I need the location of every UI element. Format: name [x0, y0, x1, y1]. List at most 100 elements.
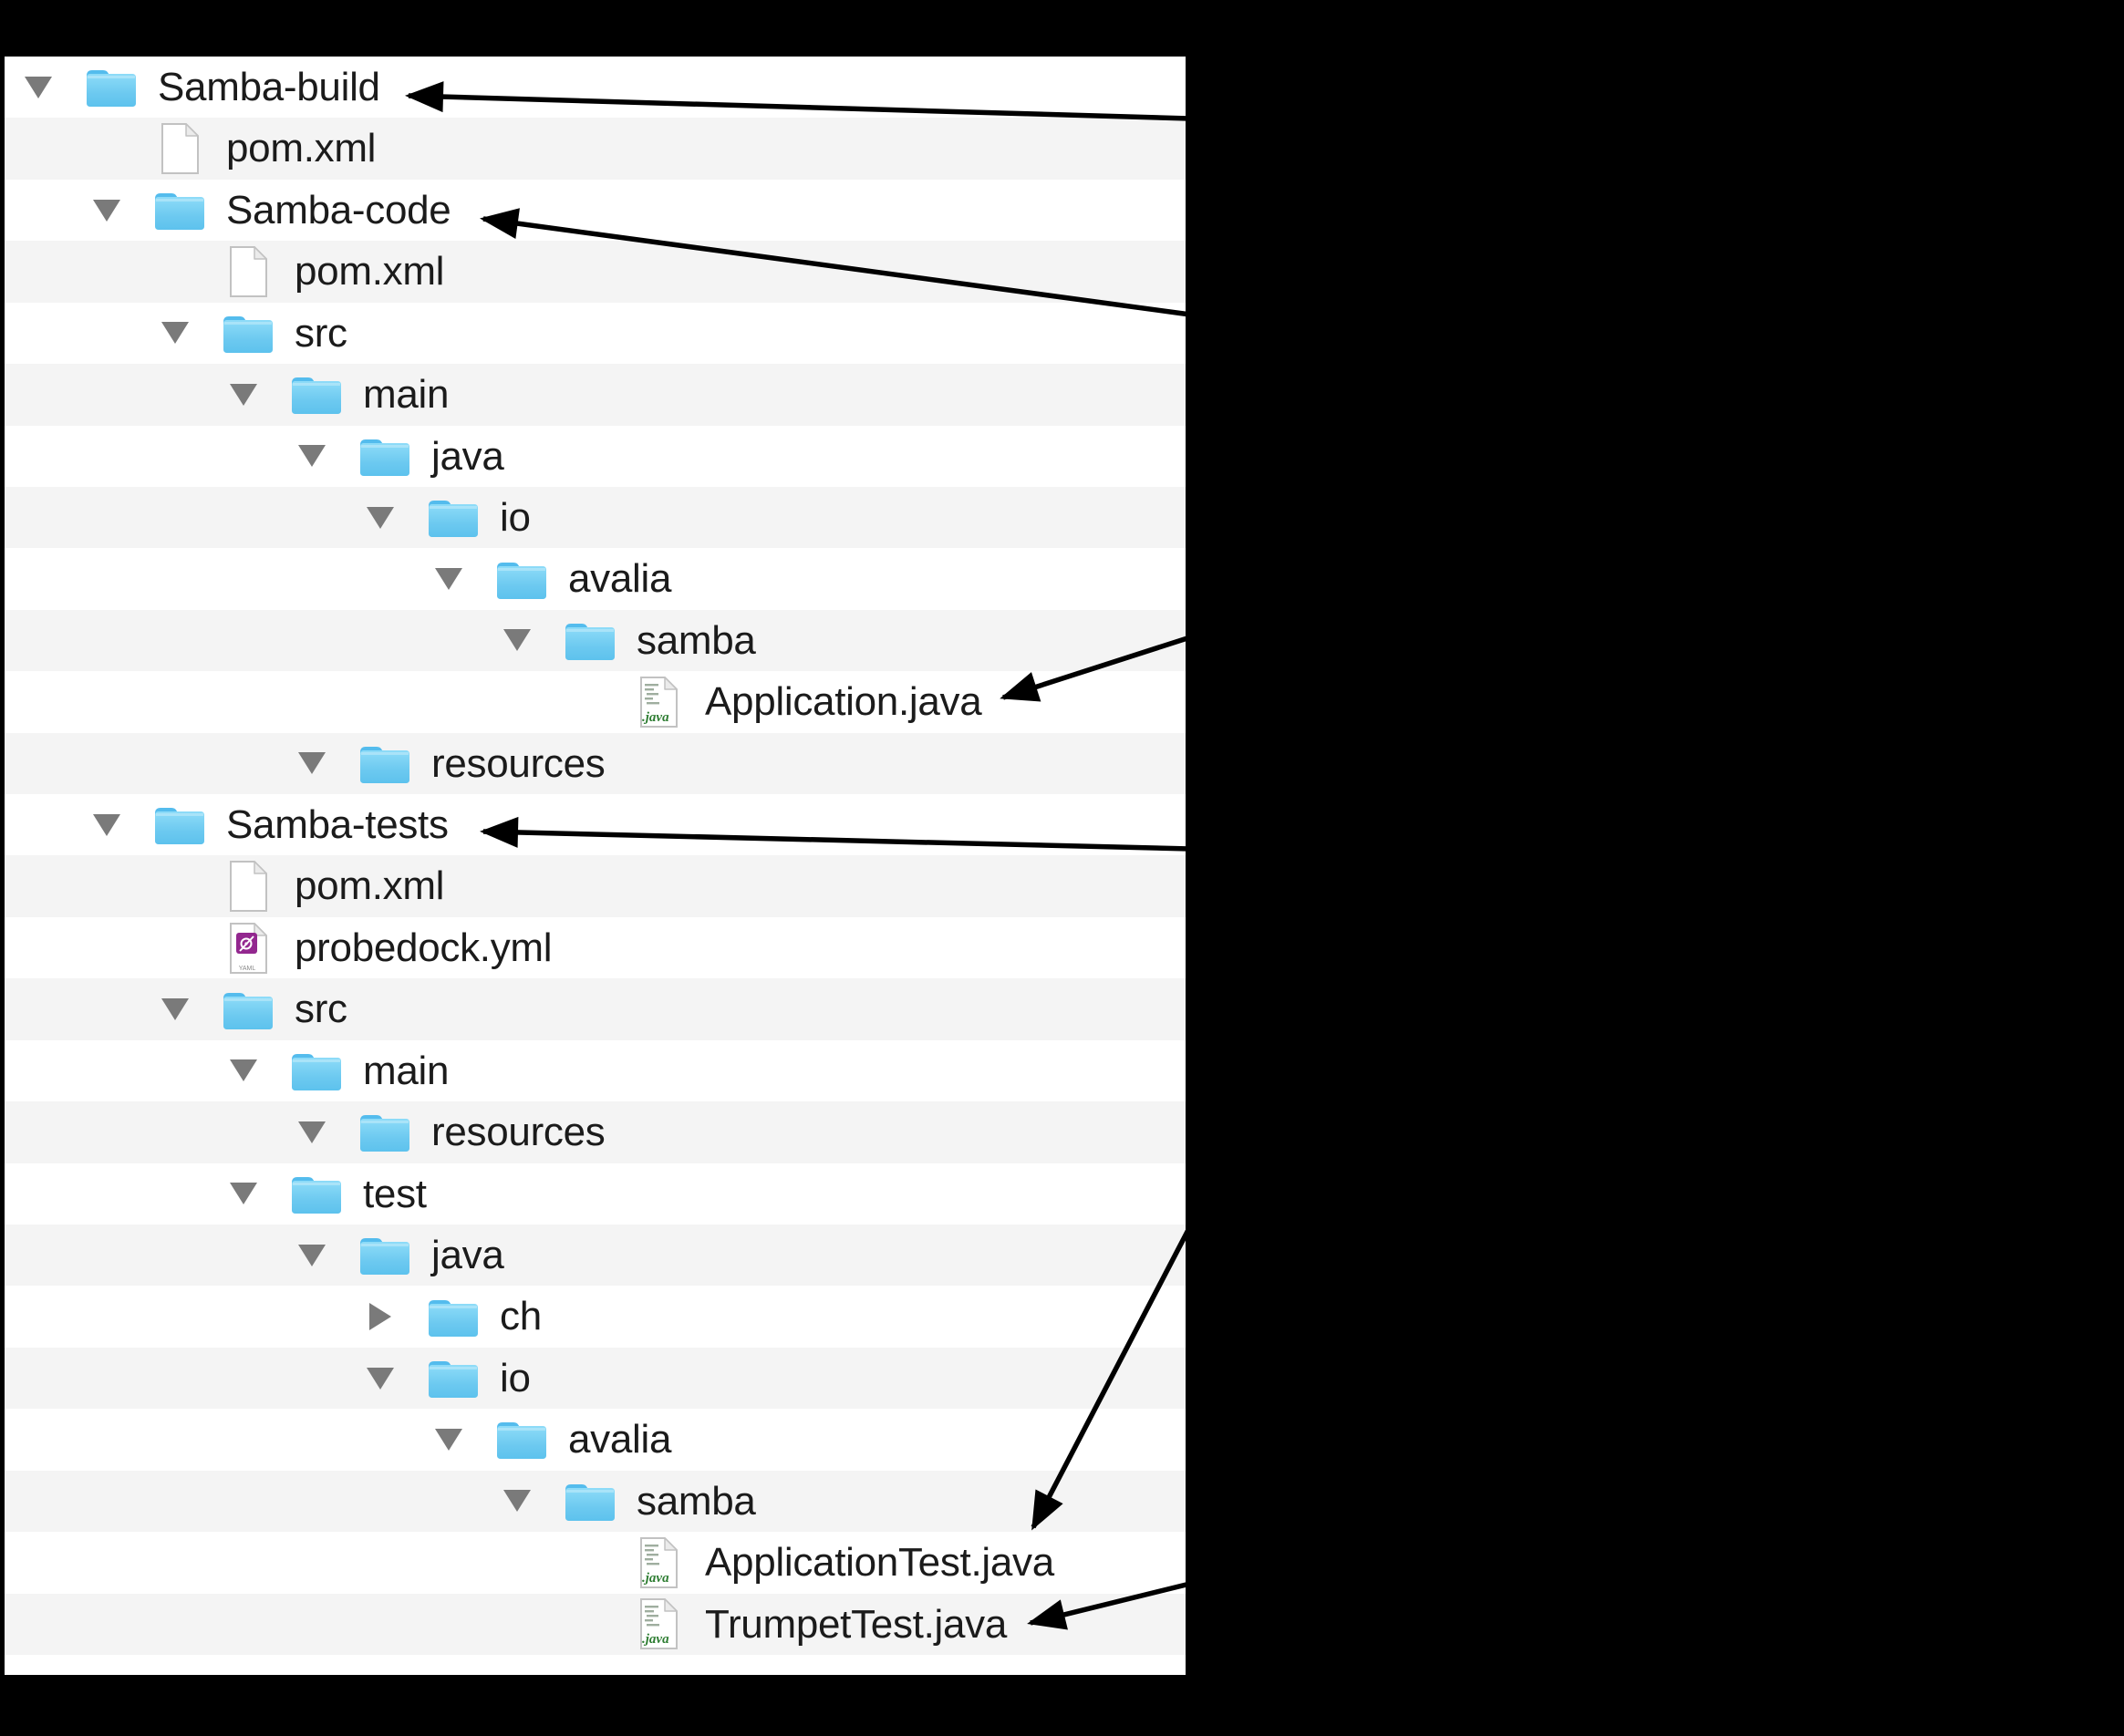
tree-row[interactable]: samba: [5, 609, 1186, 672]
folder-icon: [427, 1348, 480, 1409]
row-label: java: [431, 1232, 504, 1277]
svg-text:.java: .java: [642, 1632, 669, 1647]
folder-icon: [427, 1286, 480, 1347]
folder-icon: [427, 487, 480, 548]
folder-icon: [153, 180, 206, 241]
row-label: io: [500, 1355, 531, 1400]
disclosure-triangle-expanded-icon[interactable]: [298, 1121, 326, 1143]
disclosure-triangle-collapsed-icon[interactable]: [369, 1303, 391, 1331]
folder-icon: [358, 733, 411, 794]
folder-icon: [222, 303, 275, 364]
folder-icon: [290, 364, 343, 425]
row-label: resources: [431, 740, 606, 786]
tree-row[interactable]: main: [5, 364, 1186, 426]
tree-row[interactable]: src: [5, 978, 1186, 1040]
row-label: Samba-code: [226, 187, 451, 232]
document-icon: [153, 118, 206, 179]
row-label: Samba-build: [158, 65, 380, 109]
tree-row[interactable]: io: [5, 486, 1186, 549]
disclosure-triangle-expanded-icon[interactable]: [435, 568, 462, 591]
row-label: samba: [637, 1478, 756, 1524]
disclosure-triangle-expanded-icon[interactable]: [93, 813, 120, 836]
disclosure-triangle-expanded-icon[interactable]: [25, 76, 52, 98]
folder-icon: [290, 1040, 343, 1101]
row-label: resources: [431, 1110, 606, 1155]
folder-icon: [495, 1409, 548, 1470]
disclosure-triangle-expanded-icon[interactable]: [230, 383, 257, 406]
row-label: src: [295, 987, 347, 1032]
document-icon: [222, 855, 275, 916]
row-label: Samba-tests: [226, 802, 449, 848]
row-label: probedock.yml: [295, 925, 553, 970]
tree-row[interactable]: resources: [5, 1101, 1186, 1163]
tree-row[interactable]: src: [5, 302, 1186, 365]
row-label: ApplicationTest.java: [705, 1540, 1054, 1586]
disclosure-triangle-expanded-icon[interactable]: [298, 1244, 326, 1266]
tree-row[interactable]: .java TrumpetTest.java: [5, 1593, 1186, 1655]
folder-icon: [495, 548, 548, 609]
disclosure-triangle-expanded-icon[interactable]: [298, 752, 326, 775]
tree-row[interactable]: Samba-tests: [5, 794, 1186, 856]
tree-row[interactable]: YAML probedock.yml: [5, 916, 1186, 979]
tree-row[interactable]: pom.xml: [5, 241, 1186, 303]
tree-row[interactable]: java: [5, 1224, 1186, 1286]
yaml-file-icon: YAML: [222, 917, 275, 978]
tree-row[interactable]: pom.xml: [5, 118, 1186, 180]
disclosure-triangle-expanded-icon[interactable]: [93, 199, 120, 222]
folder-icon: [564, 1471, 616, 1532]
tree-row[interactable]: samba: [5, 1470, 1186, 1533]
folder-icon: [358, 1101, 411, 1162]
disclosure-triangle-expanded-icon[interactable]: [161, 322, 189, 345]
row-label: TrumpetTest.java: [705, 1601, 1008, 1647]
java-file-icon: .java: [632, 1594, 685, 1655]
disclosure-triangle-expanded-icon[interactable]: [503, 1490, 531, 1513]
row-label: avalia: [568, 1417, 672, 1462]
tree-row[interactable]: Samba-build: [5, 57, 1186, 119]
folder-icon: [153, 794, 206, 855]
row-label: main: [363, 1048, 450, 1093]
row-label: pom.xml: [226, 126, 377, 171]
disclosure-triangle-expanded-icon[interactable]: [435, 1428, 462, 1451]
disclosure-triangle-expanded-icon[interactable]: [230, 1059, 257, 1082]
row-label: io: [500, 494, 531, 540]
svg-text:.java: .java: [642, 1571, 669, 1586]
row-label: Application.java: [705, 679, 982, 725]
folder-icon: [85, 57, 138, 118]
disclosure-triangle-expanded-icon[interactable]: [367, 506, 394, 529]
svg-text:YAML: YAML: [239, 966, 256, 972]
tree-row[interactable]: ch: [5, 1286, 1186, 1348]
folder-icon: [564, 610, 616, 671]
tree-row[interactable]: avalia: [5, 548, 1186, 610]
tree-row[interactable]: test: [5, 1162, 1186, 1224]
tree-row[interactable]: main: [5, 1039, 1186, 1102]
disclosure-triangle-expanded-icon[interactable]: [503, 629, 531, 652]
tree-row[interactable]: pom.xml: [5, 855, 1186, 917]
row-label: samba: [637, 617, 756, 663]
tree-row[interactable]: java: [5, 425, 1186, 487]
folder-icon: [358, 1224, 411, 1286]
tree-row[interactable]: resources: [5, 732, 1186, 795]
document-icon: [222, 241, 275, 302]
tree-row[interactable]: .java ApplicationTest.java: [5, 1532, 1186, 1594]
folder-icon: [290, 1163, 343, 1224]
java-file-icon: .java: [632, 671, 685, 732]
tree-row[interactable]: Samba-code: [5, 179, 1186, 242]
row-label: java: [431, 433, 504, 479]
disclosure-triangle-expanded-icon[interactable]: [298, 445, 326, 468]
disclosure-triangle-expanded-icon[interactable]: [230, 1183, 257, 1205]
svg-text:.java: .java: [642, 710, 669, 725]
row-label: src: [295, 310, 347, 356]
folder-icon: [222, 978, 275, 1039]
row-label: test: [363, 1171, 427, 1216]
disclosure-triangle-expanded-icon[interactable]: [367, 1367, 394, 1390]
folder-icon: [358, 426, 411, 487]
row-label: ch: [500, 1294, 542, 1339]
tree-row[interactable]: .java Application.java: [5, 671, 1186, 733]
row-label: main: [363, 372, 450, 418]
disclosure-triangle-expanded-icon[interactable]: [161, 998, 189, 1020]
tree-row[interactable]: avalia: [5, 1409, 1186, 1471]
java-file-icon: .java: [632, 1532, 685, 1593]
tree-row[interactable]: io: [5, 1347, 1186, 1410]
